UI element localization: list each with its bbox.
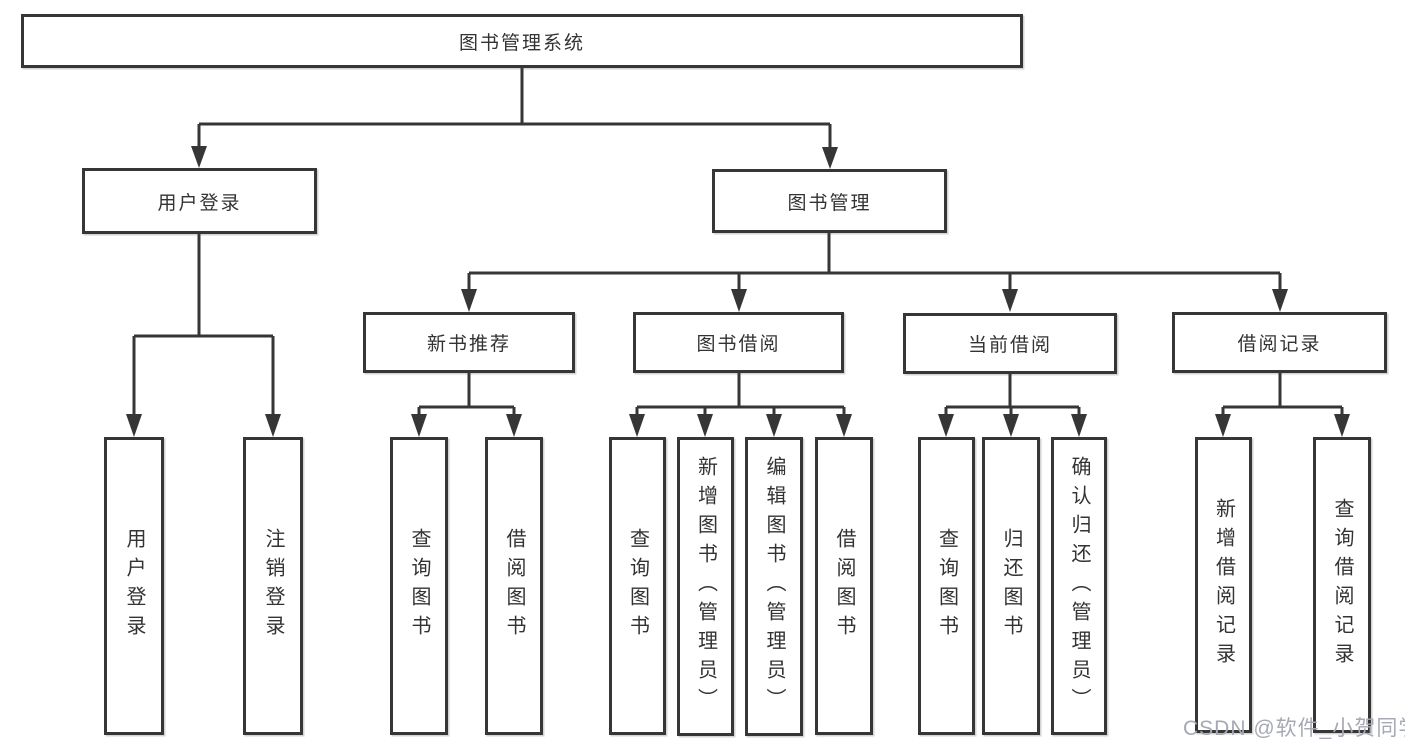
node-current-borrowing: 当前借阅	[903, 313, 1117, 374]
leaf-logout: 注销登录	[243, 437, 303, 735]
node-book-borrowing: 图书借阅	[633, 312, 844, 373]
leaf-br-add-record: 新增借阅记录	[1195, 437, 1252, 733]
node-root: 图书管理系统	[21, 14, 1023, 68]
node-current-borrowing-label: 当前借阅	[967, 335, 1052, 356]
leaf-cb-query-book-label: 查询图书	[935, 528, 958, 644]
node-book-management: 图书管理	[712, 169, 947, 233]
leaf-user-login-label: 用户登录	[123, 528, 145, 644]
leaf-br-add-record-label: 新增借阅记录	[1212, 498, 1235, 672]
node-borrowing-records-label: 借阅记录	[1237, 334, 1322, 355]
node-book-management-label: 图书管理	[787, 192, 872, 214]
leaf-cb-confirm-return-admin-label: 确认归还（管理员）	[1068, 455, 1090, 717]
leaf-br-query-record: 查询借阅记录	[1313, 437, 1371, 733]
leaf-bb-query-book-label: 查询图书	[626, 528, 649, 644]
leaf-logout-label: 注销登录	[262, 528, 284, 644]
leaf-br-query-record-label: 查询借阅记录	[1331, 498, 1353, 672]
leaf-nbr-borrow-book: 借阅图书	[485, 437, 543, 735]
leaf-bb-add-book-admin-label: 新增图书（管理员）	[694, 456, 717, 717]
leaf-bb-borrow-book-label: 借阅图书	[833, 528, 855, 644]
leaf-user-login: 用户登录	[104, 437, 164, 735]
leaf-nbr-query-book: 查询图书	[390, 437, 448, 735]
node-new-book-recommendation-label: 新书推荐	[426, 334, 511, 355]
leaf-bb-borrow-book: 借阅图书	[815, 437, 873, 735]
node-borrowing-records: 借阅记录	[1172, 312, 1387, 373]
leaf-nbr-borrow-book-label: 借阅图书	[503, 528, 525, 644]
leaf-bb-edit-book-admin-label: 编辑图书（管理员）	[763, 456, 785, 717]
node-new-book-recommendation: 新书推荐	[363, 312, 575, 373]
watermark: CSDN @软件_小贺同学	[1183, 717, 1405, 740]
node-user-login: 用户登录	[82, 168, 317, 234]
node-book-borrowing-label: 图书借阅	[696, 334, 781, 355]
leaf-cb-query-book: 查询图书	[918, 437, 975, 735]
leaf-bb-add-book-admin: 新增图书（管理员）	[677, 437, 734, 736]
leaf-cb-return-book-label: 归还图书	[1000, 528, 1022, 644]
leaf-nbr-query-book-label: 查询图书	[408, 528, 430, 644]
leaf-cb-confirm-return-admin: 确认归还（管理员）	[1051, 437, 1107, 735]
leaf-cb-return-book: 归还图书	[982, 437, 1040, 735]
leaf-bb-edit-book-admin: 编辑图书（管理员）	[745, 437, 803, 736]
node-root-label: 图书管理系统	[458, 32, 585, 54]
node-user-login-label: 用户登录	[157, 192, 242, 214]
leaf-bb-query-book: 查询图书	[609, 437, 666, 735]
